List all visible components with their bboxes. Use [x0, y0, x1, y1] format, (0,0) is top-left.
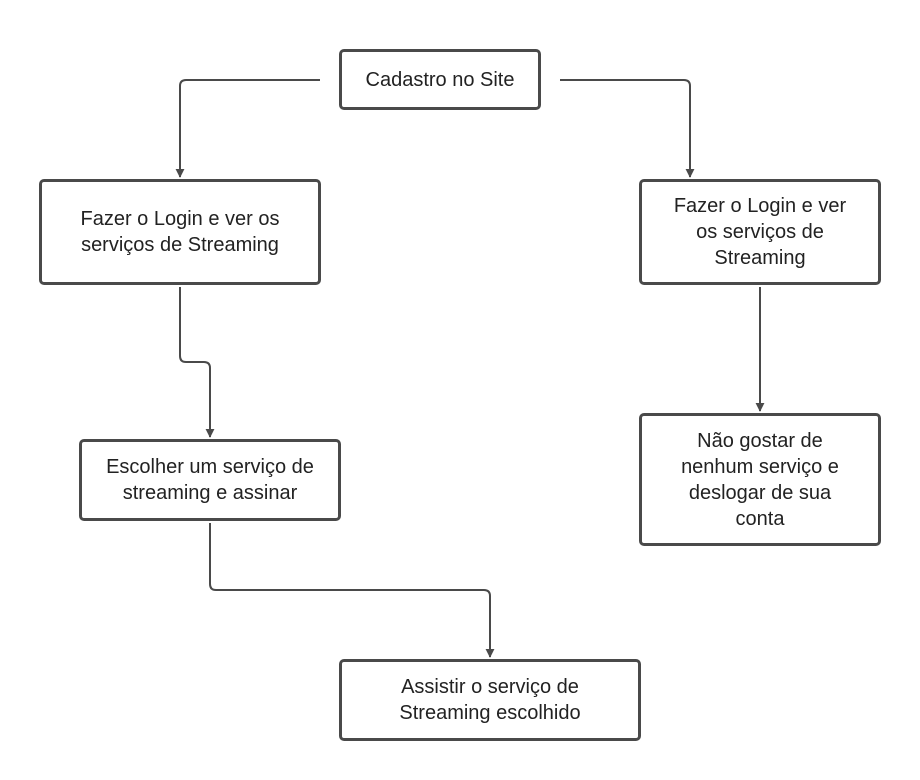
- node-cadastro-no-site: Cadastro no Site: [339, 49, 541, 110]
- node-fazer-login-left: Fazer o Login e ver os serviços de Strea…: [39, 179, 321, 285]
- node-label: Escolher um serviço de streaming e assin…: [106, 456, 314, 504]
- edge-cadastro-to-login-right: [560, 79, 695, 178]
- node-label: Não gostar de nenhum serviço e deslogar …: [681, 429, 839, 530]
- node-label: Fazer o Login e ver os serviços de Strea…: [80, 208, 280, 256]
- edge-escolher-to-assistir: [209, 523, 495, 658]
- node-escolher-servico: Escolher um serviço de streaming e assin…: [79, 439, 341, 521]
- node-assistir-servico: Assistir o serviço de Streaming escolhid…: [339, 659, 641, 741]
- node-nao-gostar: Não gostar de nenhum serviço e deslogar …: [639, 413, 881, 546]
- node-label: Assistir o serviço de Streaming escolhid…: [399, 676, 581, 724]
- edge-cadastro-to-login-left: [175, 79, 320, 178]
- node-fazer-login-right: Fazer o Login e ver os serviços de Strea…: [639, 179, 881, 285]
- node-label: Fazer o Login e ver os serviços de Strea…: [673, 195, 847, 269]
- node-label: Cadastro no Site: [365, 68, 515, 91]
- edge-login-left-to-escolher: [179, 287, 215, 438]
